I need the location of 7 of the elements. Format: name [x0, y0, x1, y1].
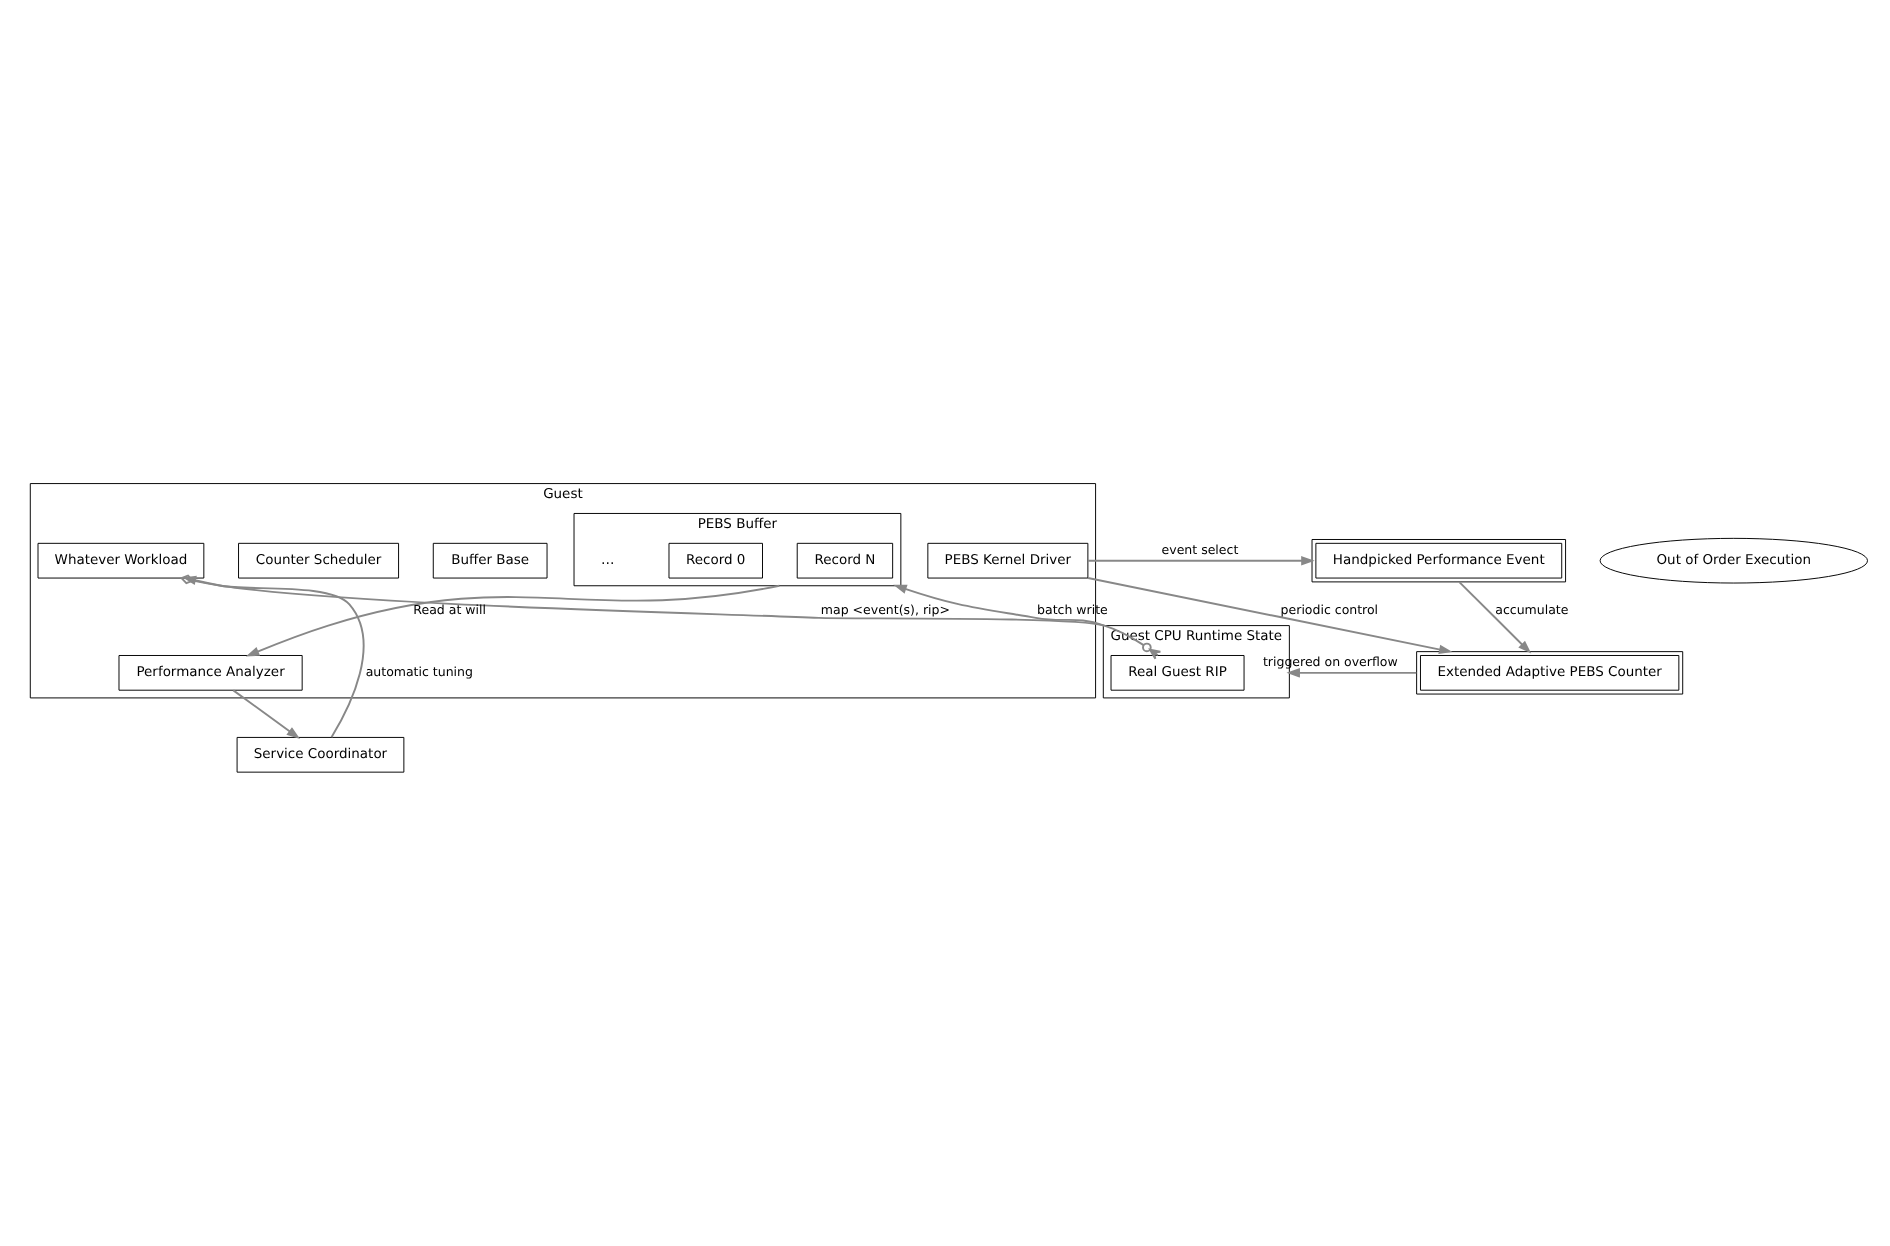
arrow [1087, 576, 1453, 654]
arrow [1286, 667, 1418, 677]
arrow [232, 688, 301, 738]
arrow [245, 583, 781, 656]
arrow [1086, 554, 1315, 565]
arrow [1458, 580, 1532, 653]
arrow [893, 583, 1106, 626]
